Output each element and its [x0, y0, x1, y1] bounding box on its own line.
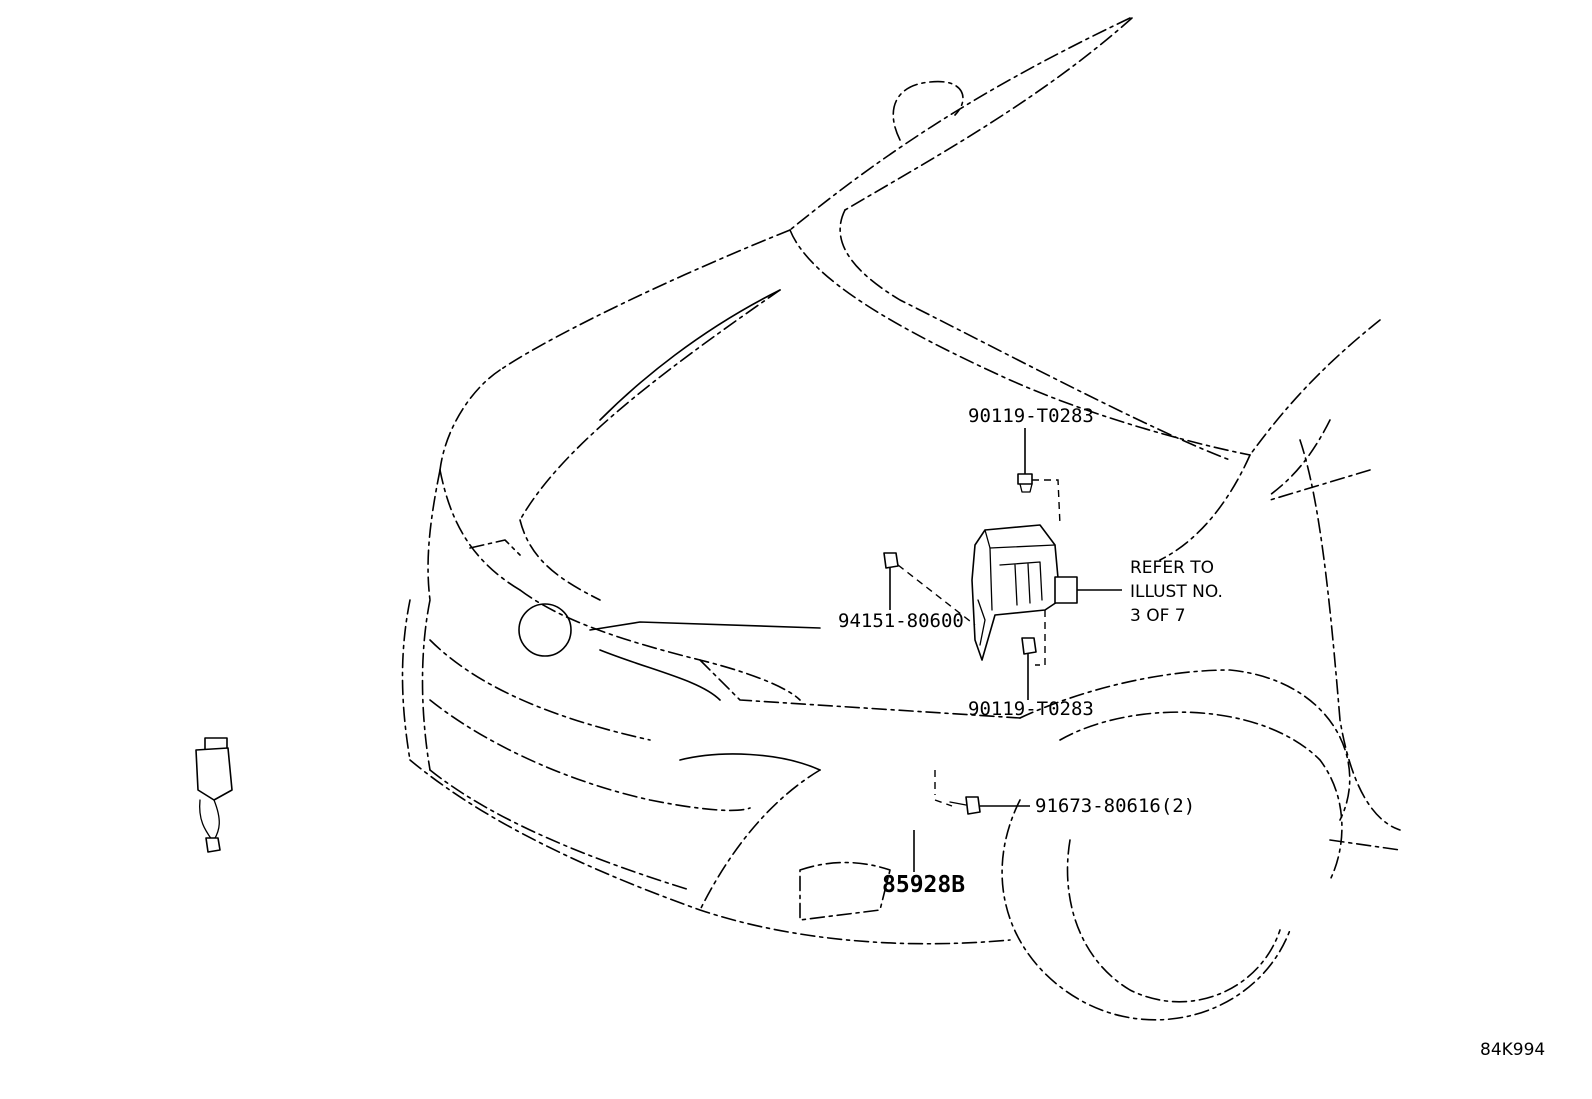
callout-screw: 91673-80616(2) — [1035, 795, 1195, 817]
clip — [883, 552, 899, 569]
screw — [949, 796, 981, 815]
callout-bolt-upper: 90119-T0283 — [968, 405, 1094, 427]
refer-note-line3: 3 OF 7 — [1130, 606, 1186, 626]
refer-note-line1: REFER TO — [1130, 558, 1214, 578]
callout-bolt-lower: 90119-T0283 — [968, 698, 1094, 720]
leader-lines — [889, 428, 1122, 872]
bolt-lower — [1021, 637, 1037, 655]
sensor-harness — [195, 737, 233, 853]
callout-sensor: 85928B — [882, 872, 965, 898]
bolt-upper — [1017, 473, 1033, 493]
diagram-code: 84K994 — [1480, 1040, 1545, 1060]
callout-clip: 94151-80600 — [838, 610, 964, 632]
car-outline — [401, 17, 1401, 1021]
refer-note-line2: ILLUST NO. — [1130, 582, 1223, 602]
guide-lines — [897, 479, 1061, 807]
relay-box — [971, 524, 1078, 661]
